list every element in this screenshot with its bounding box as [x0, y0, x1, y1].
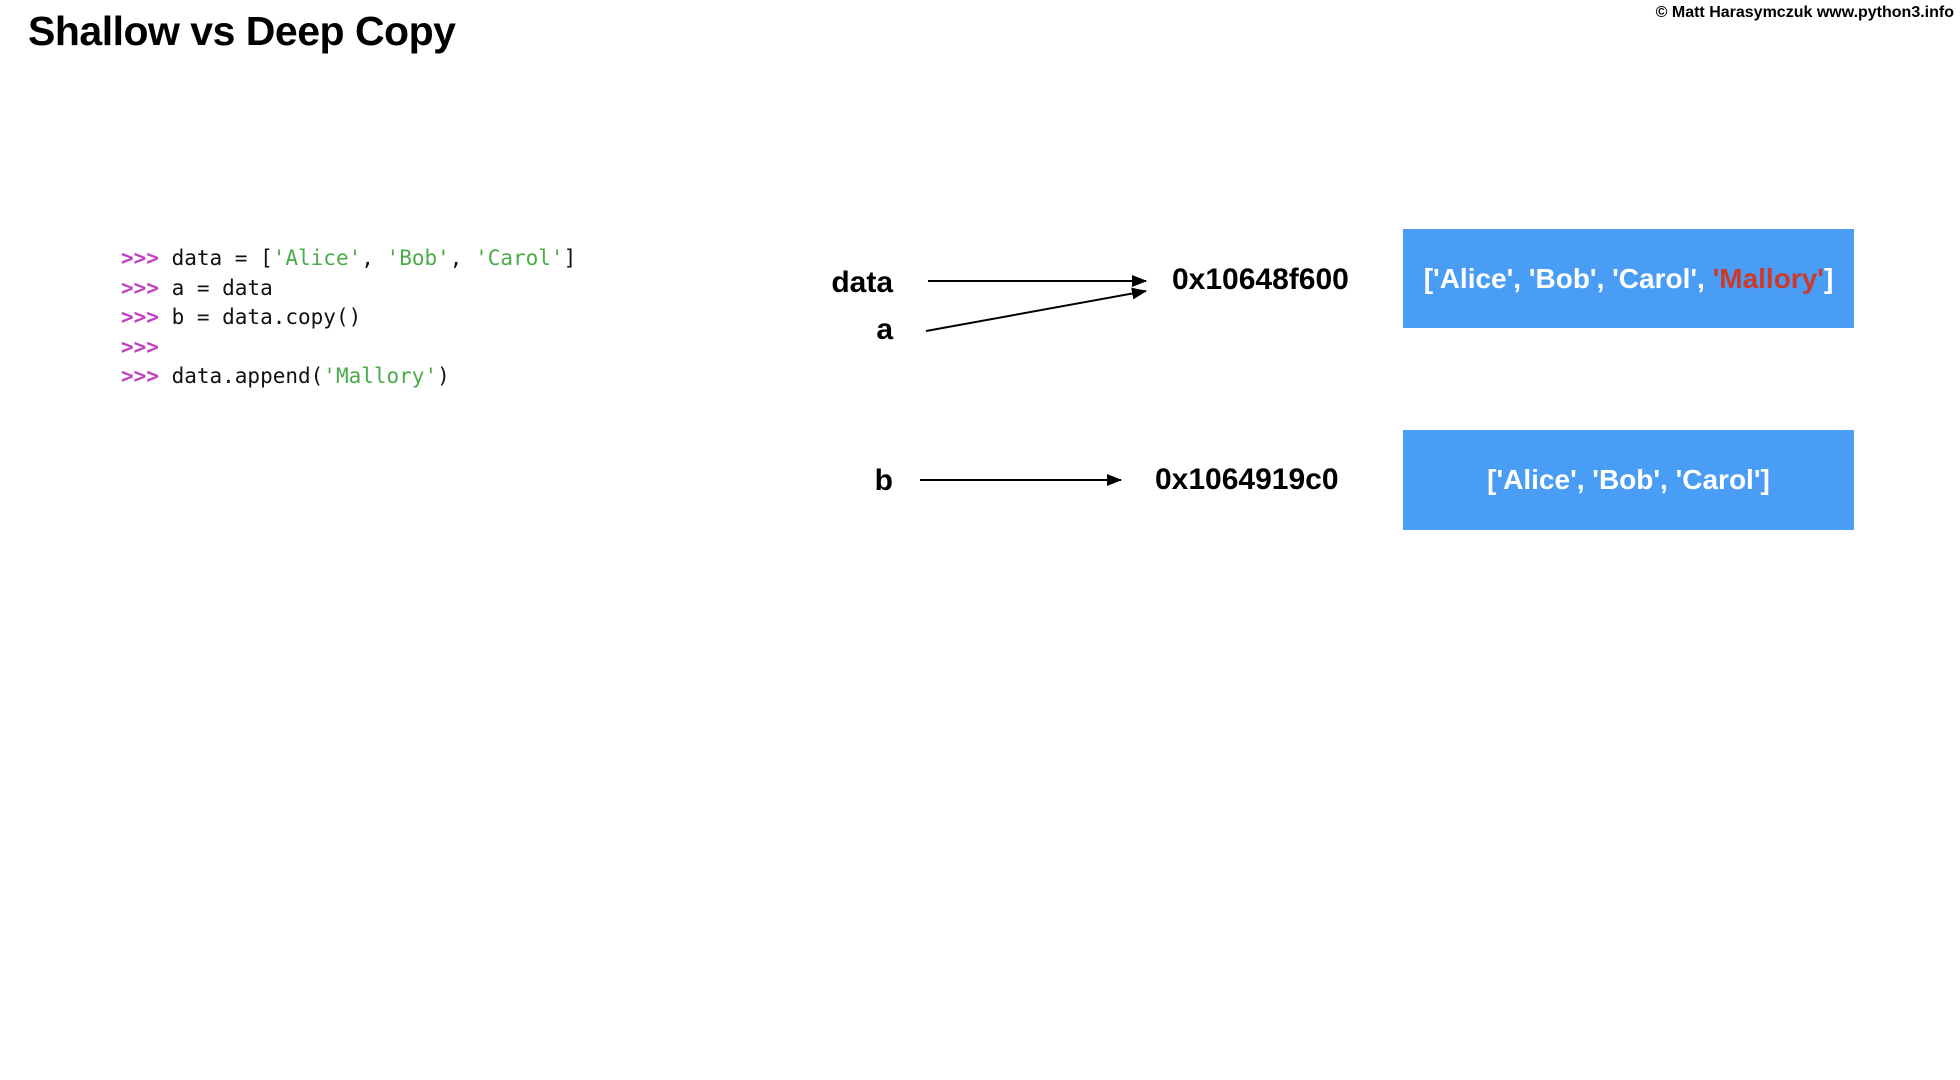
- code-line: >>> data.append('Mallory'): [121, 362, 576, 392]
- code-text: data.append(: [171, 364, 324, 388]
- code-text: ]: [563, 246, 577, 270]
- list-box-copy: ['Alice', 'Bob', 'Carol']: [1403, 430, 1854, 530]
- var-label-data: data: [831, 266, 893, 299]
- code-line: >>>: [121, 333, 576, 363]
- code-text: ,: [449, 246, 476, 270]
- code-line: >>> b = data.copy(): [121, 303, 576, 333]
- repl-prompt: >>>: [121, 364, 172, 388]
- code-line: >>> a = data: [121, 274, 576, 304]
- copyright-notice: © Matt Harasymczuk www.python3.info: [1655, 4, 1954, 21]
- code-text: b = data.copy(): [171, 305, 362, 329]
- string-literal: 'Alice': [272, 246, 362, 270]
- list-value: ['Alice', 'Bob', 'Carol',: [1423, 262, 1713, 294]
- list-value: ['Alice', 'Bob', 'Carol']: [1487, 464, 1770, 495]
- repl-prompt: >>>: [121, 275, 172, 300]
- code-text: ,: [361, 246, 387, 270]
- string-literal: 'Mallory': [323, 364, 438, 388]
- repl-prompt: >>>: [121, 334, 159, 359]
- repl-prompt: >>>: [121, 246, 172, 270]
- code-text: data = [: [171, 246, 273, 270]
- code-block: >>> data = ['Alice', 'Bob', 'Carol'] >>>…: [121, 244, 576, 392]
- appended-item: 'Mallory': [1712, 262, 1824, 294]
- code-line: >>> data = ['Alice', 'Bob', 'Carol']: [121, 244, 576, 274]
- arrow-a-to-address: [925, 287, 1147, 332]
- repl-prompt: >>>: [121, 305, 172, 329]
- address-shared: 0x10648f600: [1172, 263, 1349, 296]
- list-value: ]: [1823, 262, 1834, 294]
- string-literal: 'Bob': [386, 246, 450, 270]
- code-text: a = data: [171, 275, 273, 300]
- page-title: Shallow vs Deep Copy: [28, 8, 456, 54]
- var-label-a: a: [876, 313, 893, 346]
- string-literal: 'Carol': [475, 246, 564, 270]
- address-copy: 0x1064919c0: [1155, 463, 1339, 496]
- var-label-b: b: [874, 464, 893, 497]
- list-box-shared: ['Alice', 'Bob', 'Carol', 'Mallory']: [1403, 229, 1854, 328]
- code-text: ): [437, 364, 450, 388]
